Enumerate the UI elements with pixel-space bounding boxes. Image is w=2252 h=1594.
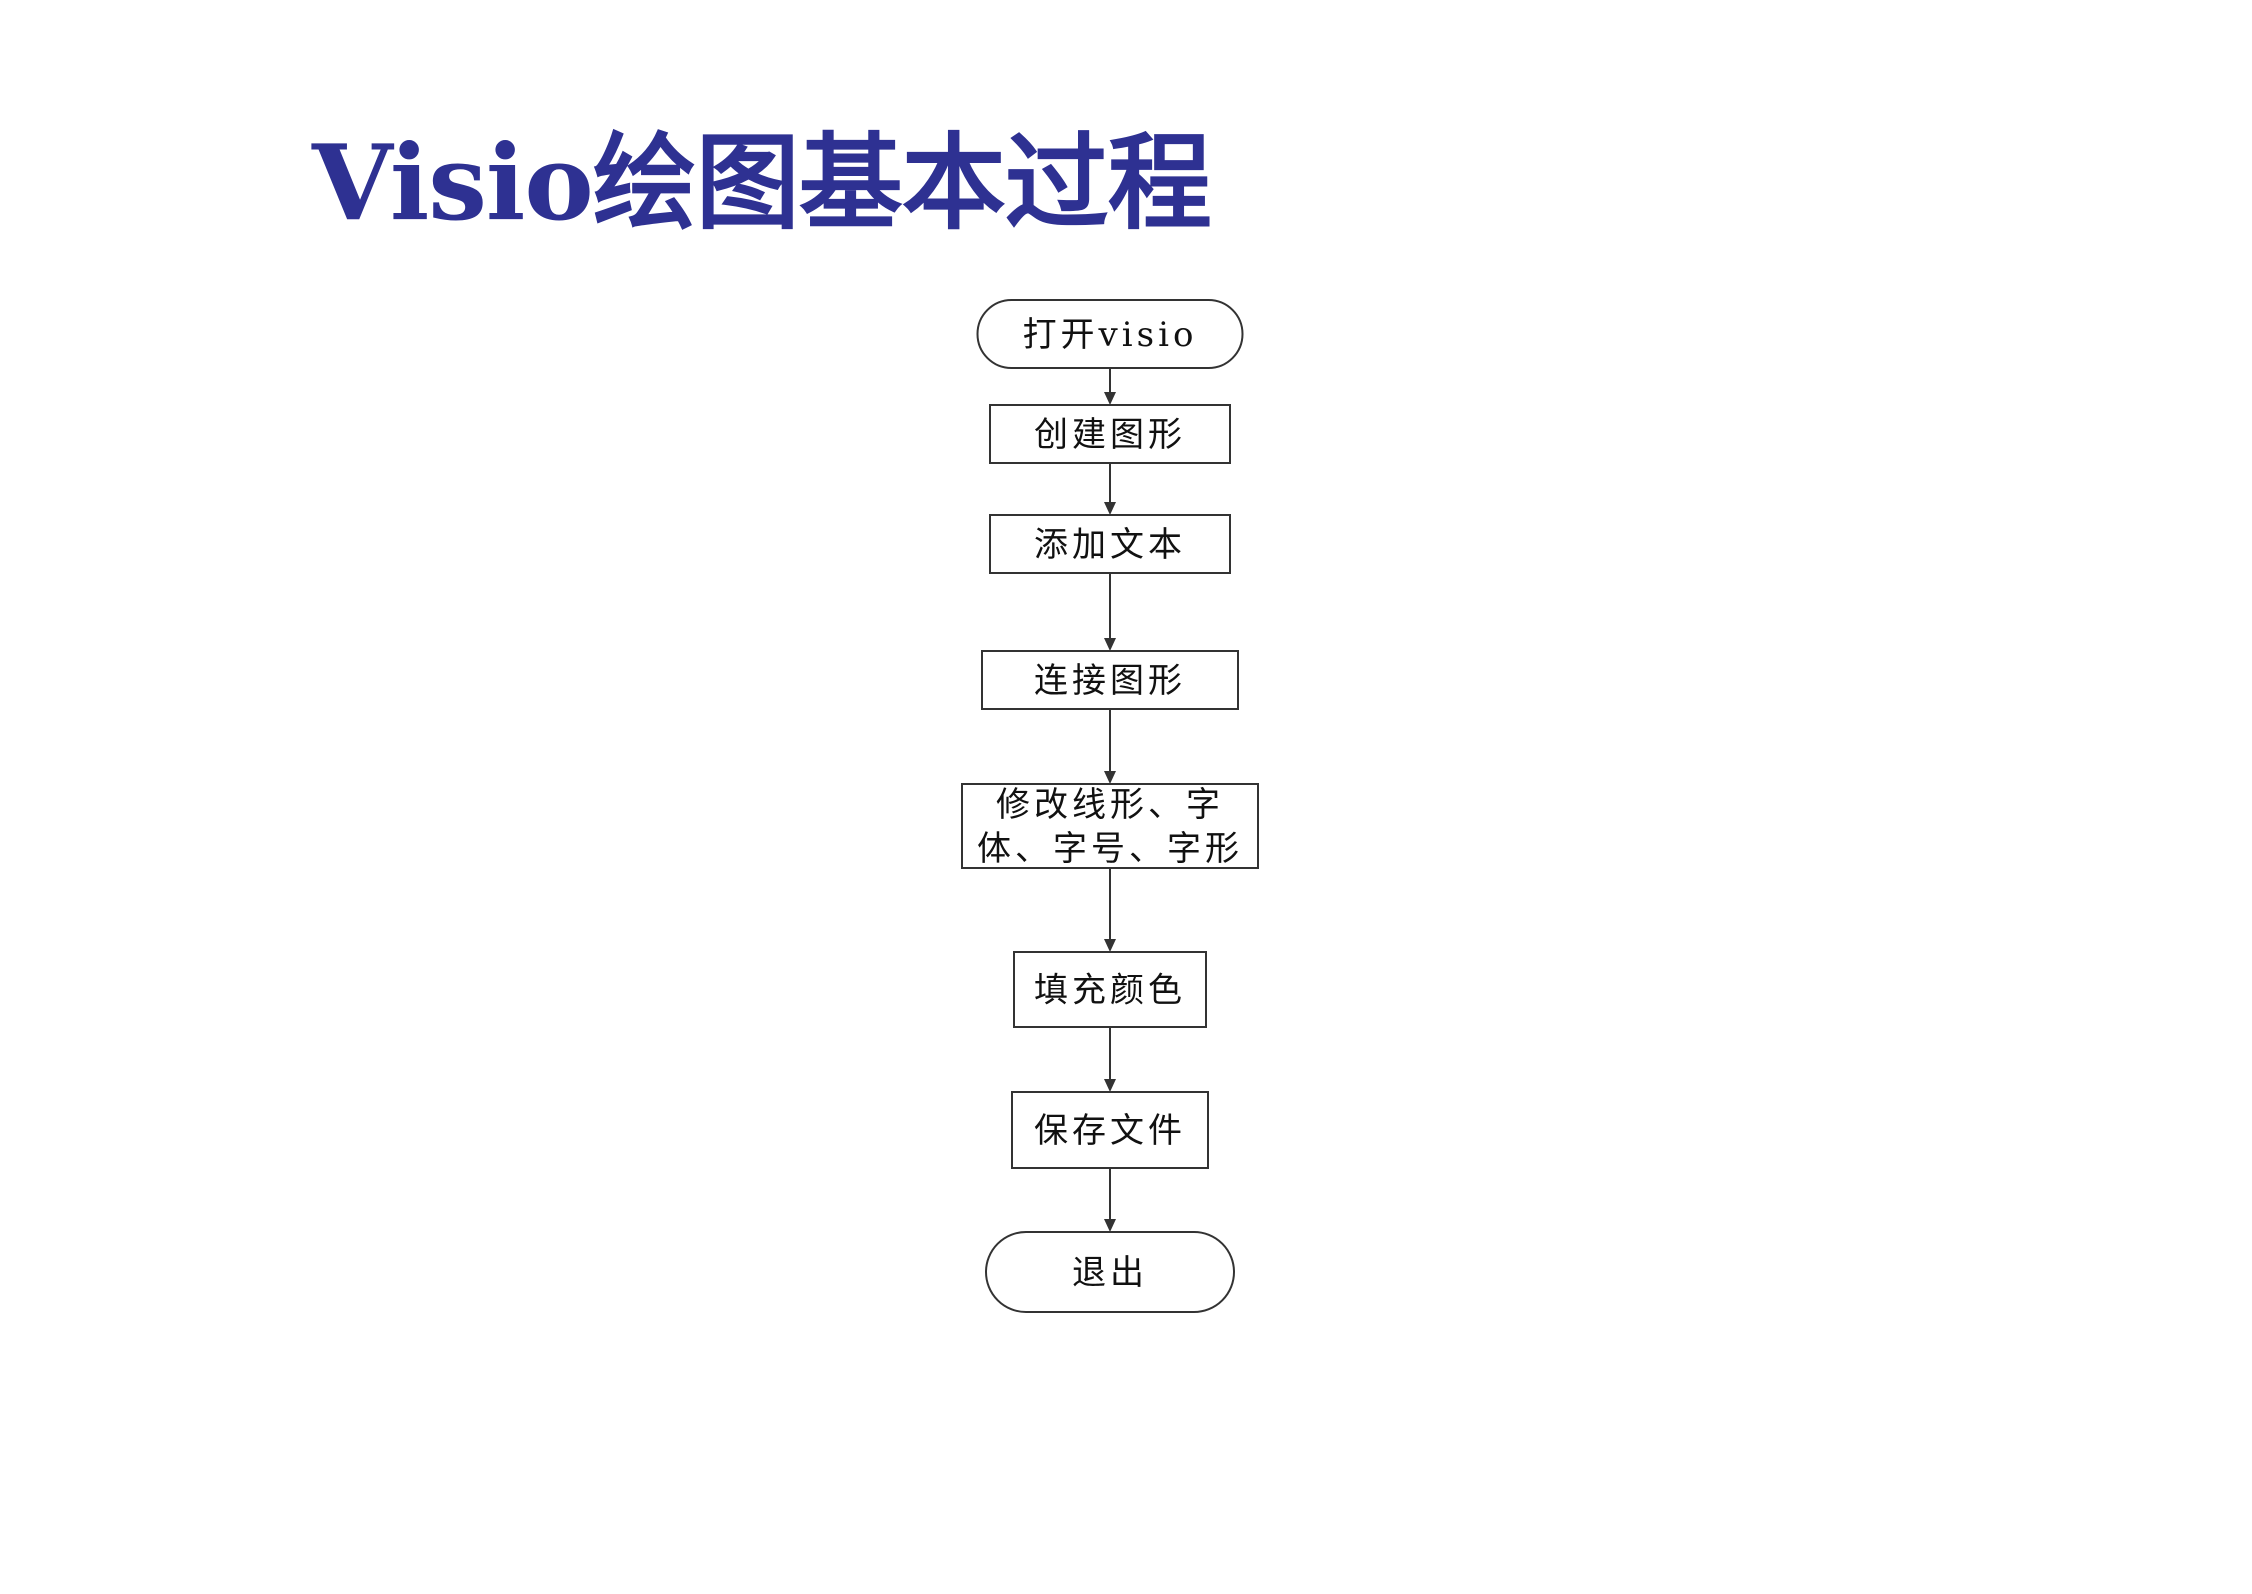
- process-box: [1011, 1091, 1209, 1169]
- connector-create-shape-to-add-text: [1104, 463, 1116, 515]
- process-box: [981, 650, 1239, 710]
- arrowhead: [1104, 1079, 1116, 1092]
- flow-node-label: 保存文件: [1034, 1111, 1186, 1151]
- flow-node-label: 添加文本: [1034, 525, 1186, 565]
- flow-node-label: 连接图形: [1034, 661, 1186, 701]
- flow-node-exit: 退出: [985, 1231, 1235, 1313]
- flow-node-start: 打开visio: [976, 299, 1244, 369]
- flow-node-save-file: 保存文件: [1011, 1091, 1209, 1169]
- arrowhead: [1104, 939, 1116, 952]
- flow-node-label: 退出: [1072, 1253, 1148, 1293]
- process-box: [989, 404, 1231, 464]
- process-box: [989, 514, 1231, 574]
- terminator-shape: [985, 1231, 1235, 1313]
- process-box: [961, 783, 1259, 869]
- flow-node-label: 修改线形、字: [996, 785, 1224, 825]
- page-title: Visio绘图基本过程: [312, 121, 1212, 244]
- connector-save-file-to-exit: [1104, 1168, 1116, 1232]
- flow-node-modify-style: 修改线形、字体、字号、字形: [961, 783, 1259, 869]
- arrowhead: [1104, 502, 1116, 515]
- arrowhead: [1104, 392, 1116, 405]
- flow-node-create-shape: 创建图形: [989, 404, 1231, 464]
- process-box: [1013, 951, 1207, 1028]
- connector-connect-shapes-to-modify-style: [1104, 709, 1116, 784]
- flow-node-label: 打开visio: [1023, 315, 1198, 355]
- terminator-shape: [976, 299, 1244, 369]
- flow-node-label: 填充颜色: [1034, 971, 1186, 1011]
- connector-add-text-to-connect-shapes: [1104, 573, 1116, 651]
- flow-node-label: 创建图形: [1034, 415, 1186, 455]
- flow-node-label: 体、字号、字形: [977, 829, 1243, 869]
- flow-node-fill-color: 填充颜色: [1013, 951, 1207, 1028]
- connector-start-to-create-shape: [1104, 368, 1116, 405]
- flow-node-connect-shapes: 连接图形: [981, 650, 1239, 710]
- arrowhead: [1104, 1219, 1116, 1232]
- arrowhead: [1104, 771, 1116, 784]
- arrowhead: [1104, 638, 1116, 651]
- flow-node-add-text: 添加文本: [989, 514, 1231, 574]
- connector-fill-color-to-save-file: [1104, 1027, 1116, 1092]
- connector-modify-style-to-fill-color: [1104, 868, 1116, 952]
